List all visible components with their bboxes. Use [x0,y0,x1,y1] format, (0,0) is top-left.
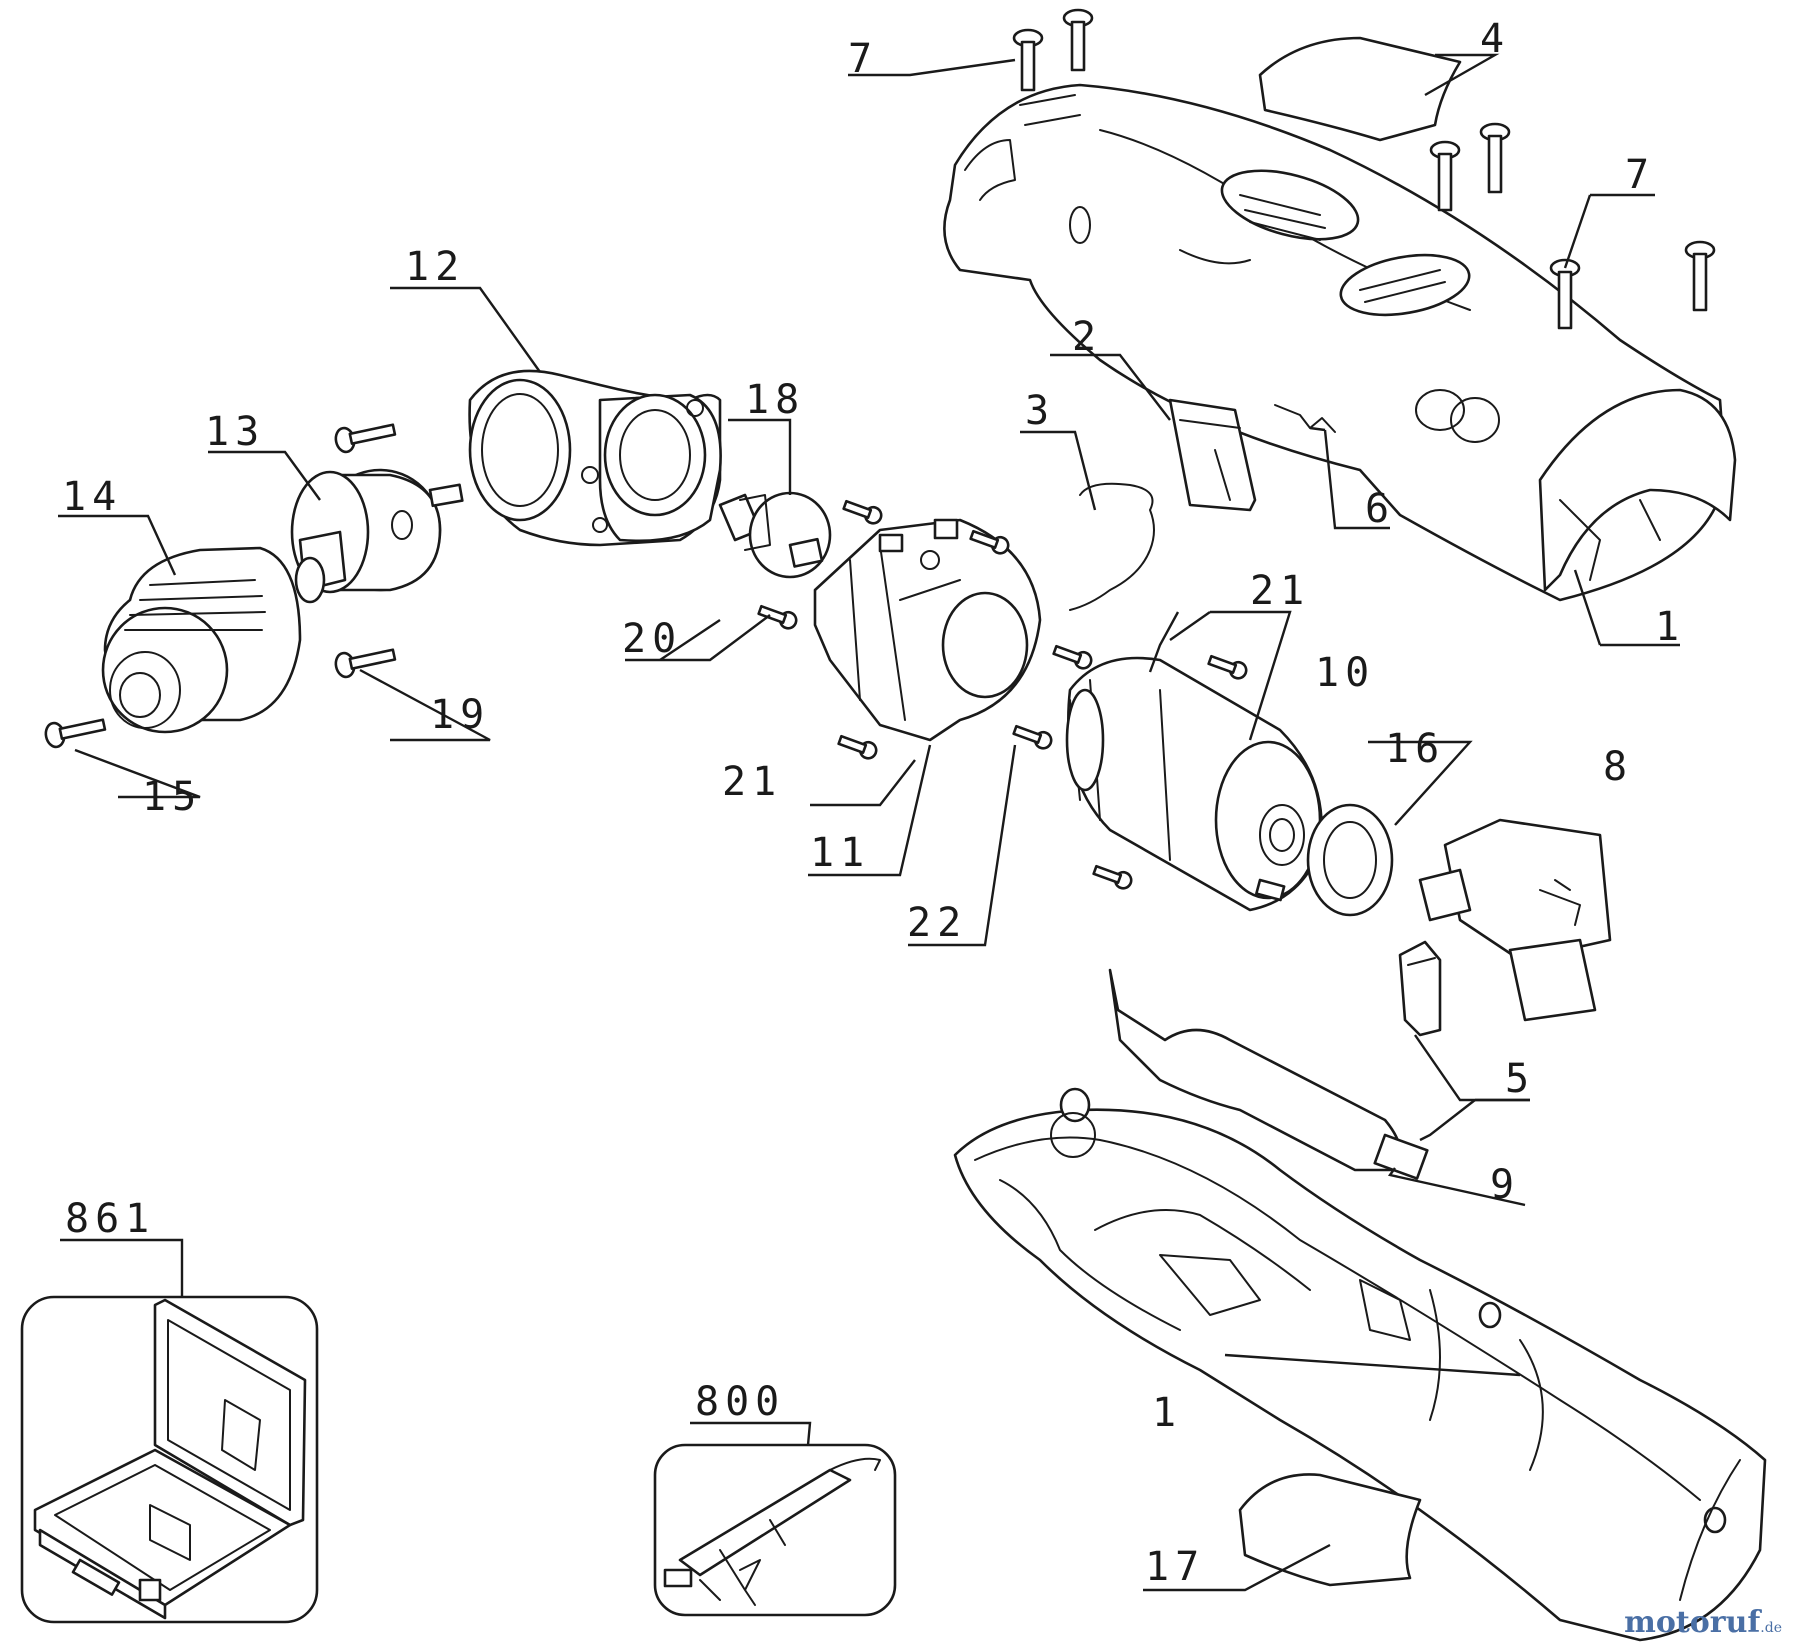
part-2 [1168,398,1257,512]
callout-5: 5 [1505,1056,1535,1102]
callout-15: 15 [142,774,202,820]
callout-4: 4 [1480,16,1510,62]
callout-9: 9 [1490,1162,1520,1208]
part-label-17 [1238,1473,1422,1587]
part-screws-15-19 [44,423,397,749]
callout-7-left: 7 [848,36,878,82]
callout-13: 13 [205,409,265,455]
callout-18: 18 [745,377,805,423]
callout-3: 3 [1025,388,1055,434]
part-13 [290,468,464,604]
callout-1-top: 1 [1655,604,1685,650]
callout-800: 800 [695,1379,785,1425]
callout-861: 861 [65,1196,155,1242]
callout-11: 11 [810,830,870,876]
part-5 [1398,940,1442,1037]
watermark-tld: .de [1760,1620,1782,1636]
callouts: 7 4 7 2 3 6 1 12 13 14 18 20 21 10 16 8 … [62,16,1685,1590]
part-16 [1306,803,1394,917]
callout-8: 8 [1603,744,1633,790]
part-housing-top [943,83,1737,602]
callout-7-right: 7 [1625,152,1655,198]
callout-6: 6 [1365,486,1395,532]
part-800-kit [653,1443,897,1617]
callout-22: 22 [907,900,967,946]
part-12 [468,369,722,547]
watermark-logo: motoruf.de [1624,1605,1782,1640]
part-8 [1418,818,1612,1022]
part-screws-7 [1012,8,1716,330]
callout-2: 2 [1072,314,1102,360]
callout-12: 12 [405,244,465,290]
part-861-case [20,1295,319,1624]
callout-10: 10 [1315,650,1375,696]
callout-17: 17 [1145,1544,1205,1590]
callout-21-left: 21 [722,759,782,805]
callout-19: 19 [430,692,490,738]
part-3 [1069,482,1155,611]
part-11 [813,518,1042,742]
part-housing-bottom [953,1087,1767,1642]
callout-20: 20 [622,616,682,662]
part-9 [1108,968,1429,1180]
leader-lines [58,53,1680,1592]
part-18 [718,491,832,579]
watermark-brand: motoruf [1624,1605,1761,1640]
callout-1-bottom: 1 [1152,1390,1182,1436]
part-label-4 [1258,36,1462,142]
callout-21-right: 21 [1250,568,1310,614]
callout-16: 16 [1385,726,1445,772]
part-14 [101,546,302,734]
callout-14: 14 [62,474,122,520]
